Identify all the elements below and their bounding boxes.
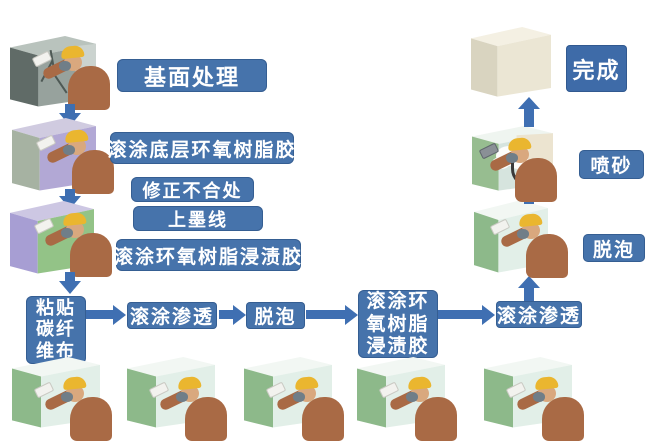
- worker-body: [515, 158, 557, 202]
- worker-figure: [265, 375, 350, 441]
- worker-body: [415, 397, 457, 441]
- block-left-face: [471, 38, 498, 97]
- flow-arrow-right: [219, 310, 233, 319]
- label-line: 碳纤: [36, 319, 76, 341]
- flow-arrow-right: [86, 310, 113, 319]
- flow-arrow-right: [306, 310, 345, 319]
- safety-helmet-icon: [518, 212, 543, 228]
- safety-helmet-icon: [177, 375, 202, 391]
- respirator-mask-icon: [506, 153, 518, 163]
- step-label-complete: 完成: [566, 45, 627, 92]
- step-label-primer-coat: 滚涂底层环氧树脂胶: [108, 132, 295, 164]
- label-line: 浸渍胶: [366, 335, 430, 358]
- block-front-face: [497, 34, 551, 97]
- step-label-roll-penetration-1: 滚涂渗透: [127, 302, 217, 329]
- finished-block-illustration: [471, 27, 551, 98]
- block-left-face: [12, 368, 42, 428]
- safety-helmet-icon: [62, 211, 87, 227]
- safety-helmet-icon: [294, 375, 319, 391]
- worker-figure-sandblasting: [478, 136, 563, 202]
- safety-helmet-icon: [64, 128, 89, 144]
- block-left-face: [127, 368, 157, 428]
- respirator-mask-icon: [517, 229, 529, 239]
- flow-arrow-up: [524, 201, 534, 204]
- safety-helmet-icon: [60, 44, 85, 60]
- safety-helmet-icon: [407, 375, 432, 391]
- flow-arrow-down: [65, 104, 75, 113]
- flow-arrow-up: [524, 288, 534, 301]
- step-label-impregnation-coat-2: 滚涂环 氧树脂 浸渍胶: [358, 290, 438, 358]
- respirator-mask-icon: [61, 392, 73, 402]
- label-line: 粘贴: [36, 298, 76, 320]
- step-label-sandblast: 喷砂: [579, 150, 644, 179]
- block-left-face: [474, 211, 499, 273]
- block-left-face: [12, 129, 40, 191]
- worker-body: [70, 233, 112, 277]
- step-label-roll-penetration-2: 滚涂渗透: [496, 301, 582, 328]
- step-label-base-treatment: 基面处理: [117, 59, 267, 92]
- flow-arrow-down: [65, 189, 75, 196]
- respirator-mask-icon: [176, 392, 188, 402]
- label-line: 维布: [36, 340, 76, 362]
- step-label-ink-line: 上墨线: [133, 206, 263, 231]
- worker-body: [68, 66, 110, 110]
- worker-figure: [31, 44, 116, 110]
- worker-figure: [378, 375, 463, 441]
- safety-helmet-icon: [534, 375, 559, 391]
- worker-body: [302, 397, 344, 441]
- label-line: 氧树脂: [366, 312, 430, 335]
- flow-arrow-down: [65, 272, 75, 281]
- flow-arrow-up: [524, 109, 534, 127]
- respirator-mask-icon: [63, 145, 75, 155]
- flow-arrow-right: [438, 310, 482, 319]
- respirator-mask-icon: [293, 392, 305, 402]
- respirator-mask-icon: [533, 392, 545, 402]
- block-left-face: [484, 368, 514, 428]
- worker-figure: [33, 375, 118, 441]
- block-left-face: [244, 368, 274, 428]
- worker-figure: [489, 212, 574, 278]
- worker-figure: [35, 128, 120, 194]
- worker-figure: [33, 211, 118, 277]
- safety-helmet-icon: [507, 136, 532, 152]
- block-left-face: [10, 212, 38, 274]
- worker-figure: [505, 375, 590, 441]
- worker-body: [185, 397, 227, 441]
- step-label-paste-carbon-fiber: 粘贴 碳纤 维布: [26, 296, 86, 364]
- worker-body: [72, 150, 114, 194]
- safety-helmet-icon: [62, 375, 87, 391]
- label-line: 滚涂环: [366, 290, 430, 313]
- block-left-face: [357, 368, 387, 428]
- step-label-correction: 修正不合处: [131, 177, 254, 202]
- worker-figure: [148, 375, 233, 441]
- worker-body: [542, 397, 584, 441]
- step-label-impregnation-coat: 滚涂环氧树脂浸渍胶: [114, 239, 301, 271]
- respirator-mask-icon: [61, 228, 73, 238]
- respirator-mask-icon: [406, 392, 418, 402]
- step-label-defoam-1: 脱泡: [246, 302, 305, 329]
- worker-body: [526, 234, 568, 278]
- respirator-mask-icon: [59, 61, 71, 71]
- step-label-defoam-2: 脱泡: [583, 234, 645, 262]
- worker-body: [70, 397, 112, 441]
